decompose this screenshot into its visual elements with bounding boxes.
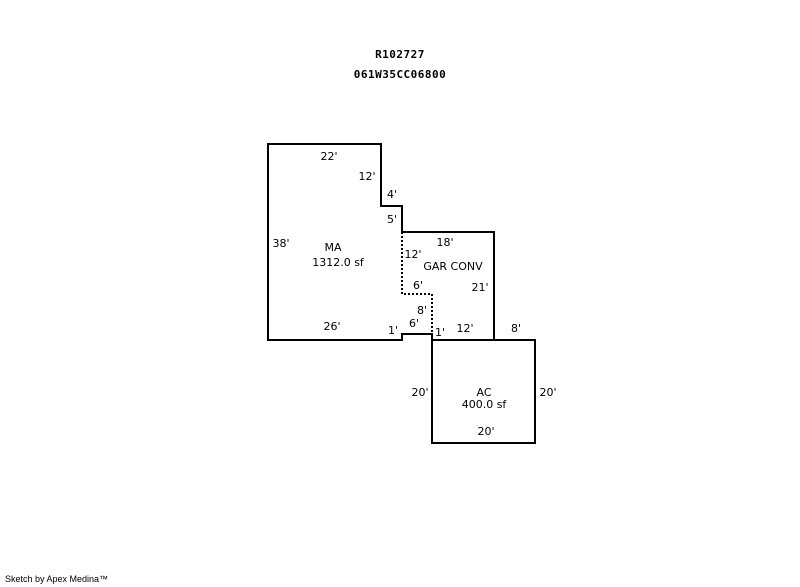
dim-ma-left: 38' — [272, 237, 289, 250]
dim-ma-step-5: 5' — [387, 213, 397, 226]
parcel-id: R102727 — [375, 48, 425, 61]
dim-gar-bottom-12: 12' — [456, 322, 473, 335]
dim-ac-right: 20' — [539, 386, 556, 399]
dim-ac-left: 20' — [411, 386, 428, 399]
footer-credit: Sketch by Apex Medina™ — [5, 574, 109, 584]
gar-conv-boundary — [401, 232, 433, 340]
dim-gar-inner-12: 12' — [404, 248, 421, 261]
gar-conv-label: GAR CONV — [423, 260, 483, 273]
dim-gar-right: 21' — [471, 281, 488, 294]
dim-ac-bottom: 20' — [477, 425, 494, 438]
ma-label: MA — [324, 241, 341, 254]
dim-ma-step-12: 12' — [358, 170, 375, 183]
dim-gar-inner-8: 8' — [417, 304, 427, 317]
ac-outline — [431, 339, 536, 444]
dim-gar-top: 18' — [436, 236, 453, 249]
dim-gar-bottom-1: 1' — [435, 326, 445, 339]
map-tax-lot: 061W35CC06800 — [353, 68, 447, 81]
dim-ma-step-4: 4' — [387, 188, 397, 201]
dim-ma-bottom: 26' — [323, 320, 340, 333]
ma-area: 1312.0 sf — [312, 256, 365, 269]
dim-gar-inner-6a: 6' — [413, 279, 423, 292]
ma-outline — [267, 143, 495, 341]
dim-gar-inner-6b: 6' — [409, 317, 419, 330]
ac-label: AC — [476, 386, 491, 399]
dim-ma-bottom-1: 1' — [388, 324, 398, 337]
ac-area: 400.0 sf — [462, 398, 508, 411]
dim-ma-top: 22' — [320, 150, 337, 163]
dim-ac-top-8: 8' — [511, 322, 521, 335]
